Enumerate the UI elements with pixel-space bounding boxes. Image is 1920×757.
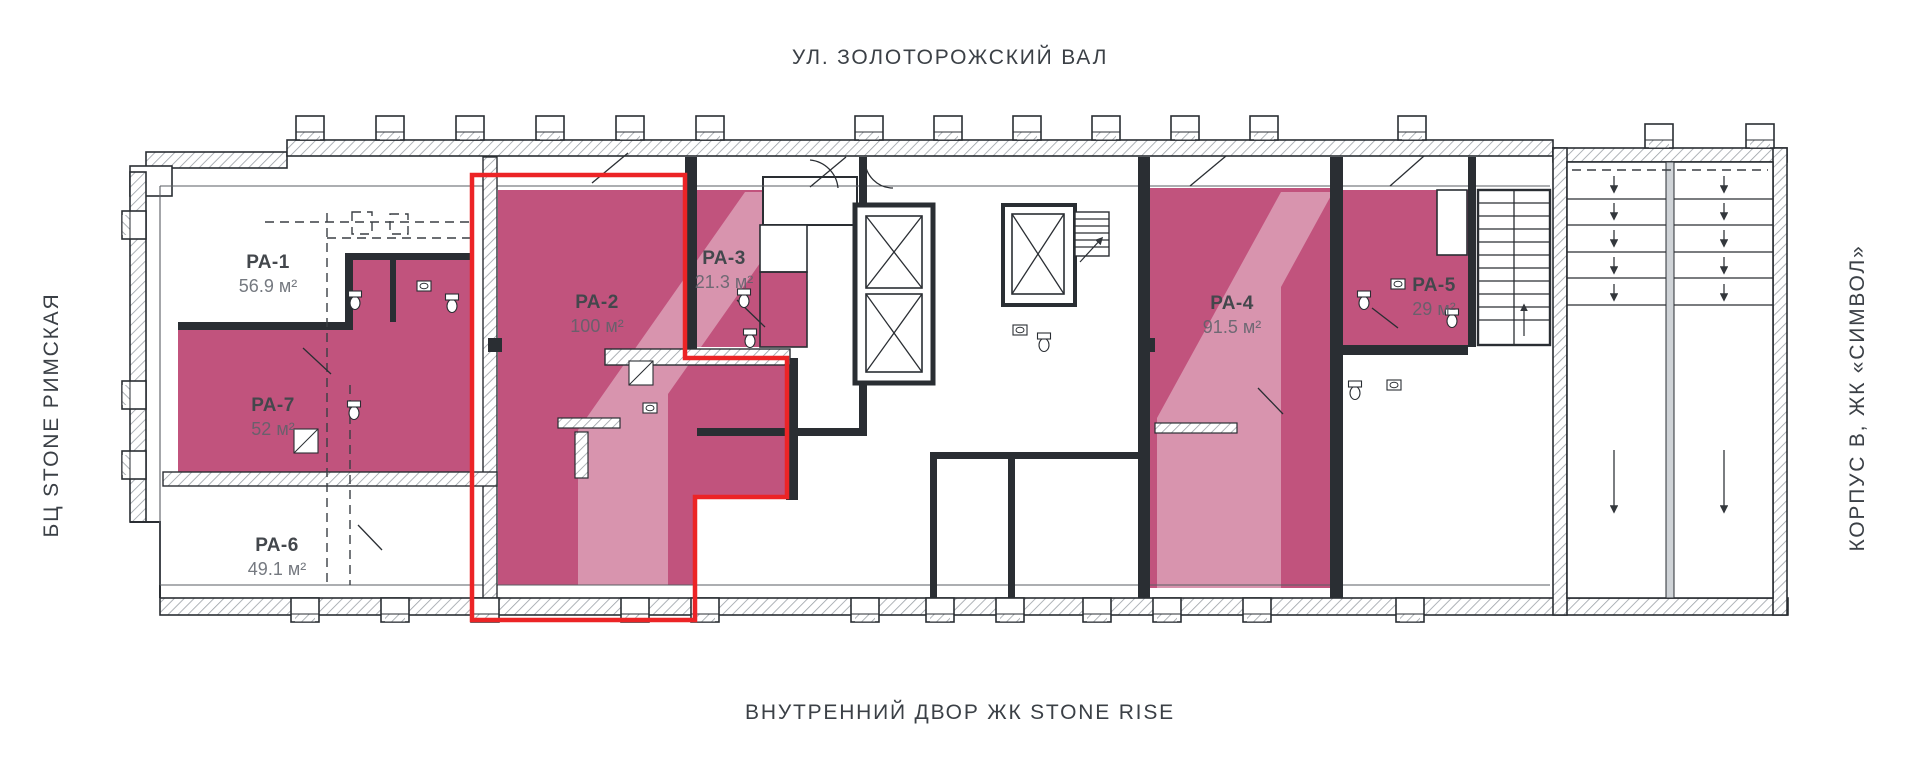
unit-pa-7-region[interactable] (178, 253, 473, 472)
ramp-arrows (1609, 176, 1729, 514)
unit-pa-4-area: 91.5 м² (1203, 317, 1261, 337)
unit-pa-3-area: 21.3 м² (695, 272, 753, 292)
unit-pa-6-label: РА-6 (255, 535, 299, 556)
outer-walls (129, 139, 1789, 616)
unit-pa-7-label: РА-7 (251, 395, 295, 416)
unit-pa-3-region[interactable] (697, 190, 807, 347)
main-staircase (1476, 188, 1552, 347)
unit-pa-5-label: РА-5 (1412, 275, 1456, 296)
unit-pa-2-label: РА-2 (575, 292, 619, 313)
unit-pa-1-region[interactable] (163, 190, 478, 320)
building-label-right: КОРПУС В, ЖК «СИМВОЛ» (1846, 244, 1869, 551)
dashed-partitions (265, 211, 475, 585)
interior-walls (162, 156, 1476, 599)
elevator-bank (852, 202, 936, 386)
service-rooms (759, 176, 1468, 348)
unit-pa-6-region[interactable] (163, 488, 478, 583)
unit-pa-2-fill (498, 190, 786, 585)
street-label-top: УЛ. ЗОЛОТОРОЖСКИЙ ВАЛ (792, 45, 1108, 69)
chevron-pa2 (578, 192, 810, 585)
small-stair (1074, 211, 1110, 263)
unit-pa-4-region[interactable] (1150, 188, 1330, 588)
building-label-left: БЦ STONE РИМСКАЯ (40, 293, 63, 538)
unit-labels: РА-1 56.9 м² РА-2 100 м² РА-3 21.3 м² РА… (239, 248, 1456, 579)
surrounding-labels: УЛ. ЗОЛОТОРОЖСКИЙ ВАЛ ВНУТРЕННИЙ ДВОР ЖК… (40, 45, 1869, 724)
unit-pa-4-fill (1150, 188, 1330, 588)
unit-pa-4-label: РА-4 (1210, 293, 1254, 314)
unit-pa-7-area: 52 м² (251, 419, 294, 439)
unit-pa-1-area: 56.9 м² (239, 276, 297, 296)
door-leaves (302, 152, 1425, 551)
unit-pa-5-area: 29 м² (1412, 299, 1455, 319)
ramp-treads (1567, 198, 1773, 306)
unit-pa-3-fill (697, 190, 763, 347)
parking-ramp (1566, 161, 1774, 599)
chevron-pa4 (1157, 192, 1333, 588)
selected-unit-outline (469, 172, 790, 623)
unit-pa-6-area: 49.1 м² (248, 559, 306, 579)
courtyard-label-bottom: ВНУТРЕННИЙ ДВОР ЖК STONE RISE (745, 700, 1175, 724)
unit-pa-7-fill (178, 253, 473, 472)
unit-pa-1-label: РА-1 (246, 252, 290, 273)
unit-pa-3-bath-fill (760, 272, 807, 347)
unit-pa-3-label: РА-3 (702, 248, 746, 269)
elevator-stair-core (1001, 203, 1110, 307)
kitchen-counters (557, 417, 1238, 479)
chevron-overlays (578, 192, 1333, 588)
unit-pa-2-region[interactable] (498, 190, 786, 585)
unit-pa-2-area: 100 м² (570, 316, 623, 336)
